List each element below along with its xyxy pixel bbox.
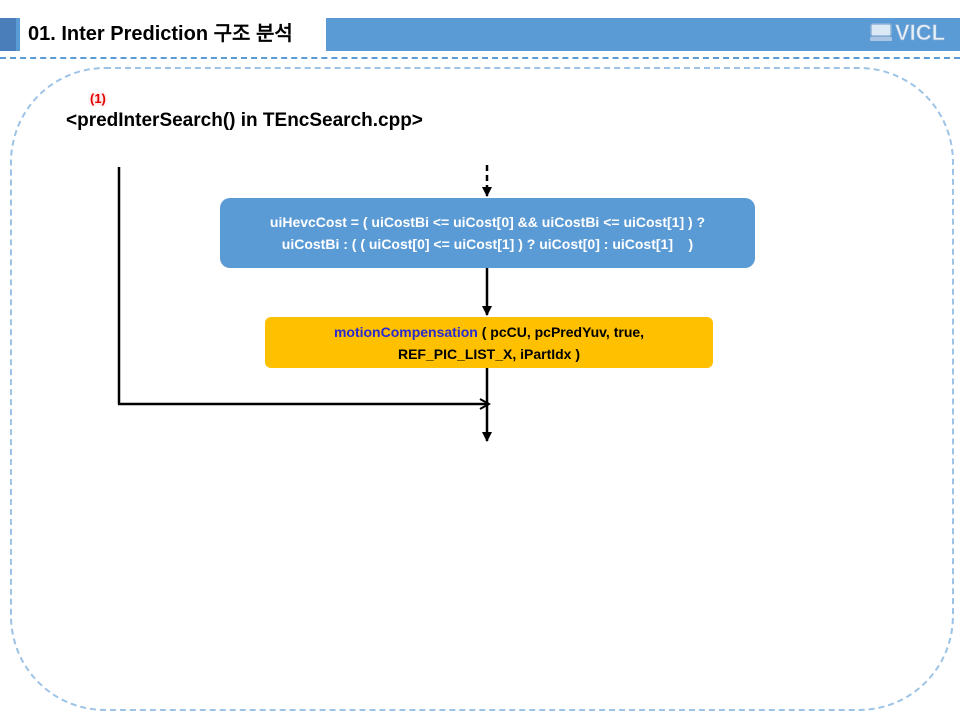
mc-args-part1: ( pcCU, pcPredYuv, true, <box>477 323 645 340</box>
mc-function-name: motionCompensation <box>333 323 478 340</box>
cost-box-line1: uiHevcCost = ( uiCostBi <= uiCost[0] && … <box>269 214 706 230</box>
header-divider <box>0 57 960 59</box>
logo-text: VICL <box>895 20 945 45</box>
cost-box-line2: uiCostBi : ( ( uiCost[0] <= uiCost[1] ) … <box>281 236 694 252</box>
motion-compensation-box: motionCompensation ( pcCU, pcPredYuv, tr… <box>265 317 713 368</box>
content-frame <box>10 67 954 711</box>
reference-marker: (1) <box>90 91 106 106</box>
header-accent <box>0 18 16 51</box>
vicl-logo: VICL <box>870 20 946 45</box>
cost-selection-box: uiHevcCost = ( uiCostBi <= uiCost[0] && … <box>220 198 755 268</box>
mc-box-line1: motionCompensation ( pcCU, pcPredYuv, tr… <box>334 321 644 343</box>
page-title: 01. Inter Prediction 구조 분석 <box>20 18 326 51</box>
mc-box-line2: REF_PIC_LIST_X, iPartIdx ) <box>397 345 581 362</box>
function-heading: <predInterSearch() in TEncSearch.cpp> <box>66 110 423 131</box>
